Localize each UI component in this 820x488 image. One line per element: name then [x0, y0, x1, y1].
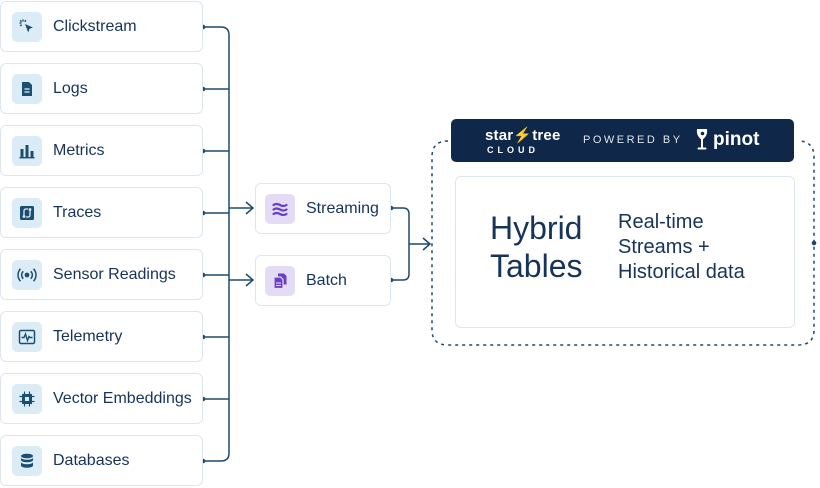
- hybrid-desc-line: Streams +: [618, 236, 710, 258]
- mode-streaming: Streaming: [255, 183, 391, 234]
- stream-waves-icon: [265, 193, 295, 224]
- source-label: Vector Embeddings: [53, 389, 192, 407]
- database-icon: [12, 445, 42, 476]
- mode-label: Streaming: [306, 199, 379, 217]
- chip-icon: [12, 383, 42, 414]
- files-stack-icon: [265, 265, 295, 296]
- pinot-logo-icon: [696, 129, 708, 150]
- hybrid-tables-title: Hybrid Tables: [490, 209, 583, 285]
- trace-path-icon: [12, 197, 42, 228]
- source-metrics: Metrics: [0, 125, 203, 176]
- hybrid-title-line: Tables: [490, 248, 583, 284]
- source-label: Metrics: [53, 141, 105, 159]
- document-icon: [12, 73, 42, 104]
- source-label: Clickstream: [53, 17, 137, 35]
- hybrid-desc-line: Real-time: [618, 211, 704, 233]
- source-label: Telemetry: [53, 327, 123, 345]
- startree-cloud-text: CLOUD: [487, 145, 539, 155]
- broadcast-icon: [12, 259, 42, 290]
- source-databases: Databases: [0, 435, 203, 486]
- source-traces: Traces: [0, 187, 203, 238]
- powered-by-text: POWERED BY: [583, 134, 683, 146]
- hybrid-tables-description: Real-time Streams + Historical data: [618, 210, 745, 285]
- cursor-click-icon: [12, 11, 42, 42]
- mode-batch: Batch: [255, 255, 391, 306]
- source-telemetry: Telemetry: [0, 311, 203, 362]
- source-label: Databases: [53, 451, 130, 469]
- source-sensor-readings: Sensor Readings: [0, 249, 203, 300]
- bar-chart-icon: [12, 135, 42, 166]
- source-label: Traces: [53, 203, 102, 221]
- startree-banner: star⚡tree CLOUD POWERED BY pinot: [451, 119, 794, 162]
- mode-label: Batch: [306, 271, 347, 289]
- hybrid-dashed-frame: [431, 140, 815, 346]
- hybrid-title-line: Hybrid: [490, 210, 583, 246]
- hybrid-tables-card: Hybrid Tables Real-time Streams + Histor…: [455, 176, 795, 328]
- pinot-logo-text: pinot: [713, 129, 760, 150]
- startree-logo-text: star⚡tree: [485, 127, 561, 144]
- source-label: Sensor Readings: [53, 265, 176, 283]
- source-vector-embeddings: Vector Embeddings: [0, 373, 203, 424]
- pulse-icon: [12, 321, 42, 352]
- source-clickstream: Clickstream: [0, 1, 203, 52]
- hybrid-desc-line: Historical data: [618, 261, 745, 283]
- source-logs: Logs: [0, 63, 203, 114]
- source-label: Logs: [53, 79, 88, 97]
